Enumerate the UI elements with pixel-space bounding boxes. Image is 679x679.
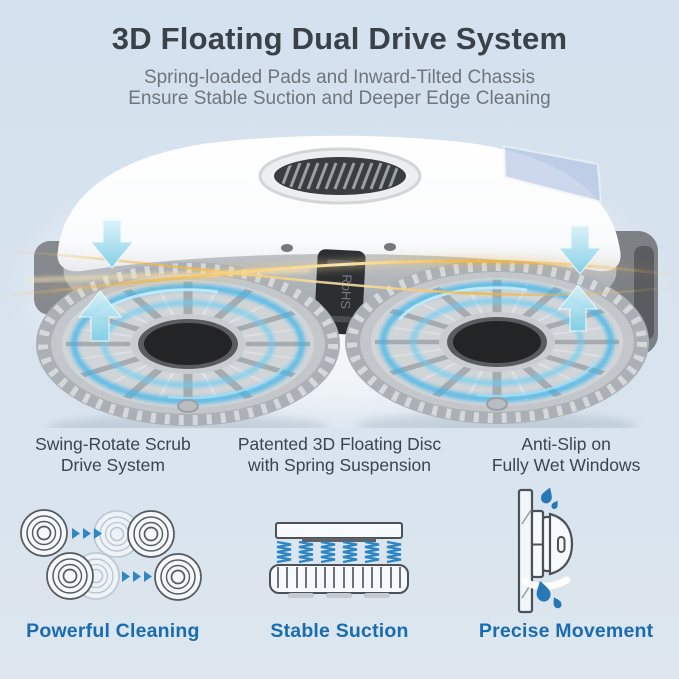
feature-heading: Anti-Slip on Fully Wet Windows: [491, 434, 641, 476]
right-spin-disc: [345, 260, 649, 424]
motion-chevrons-icon: [121, 570, 152, 582]
robot-side-view: [530, 510, 574, 579]
subtitle: Spring-loaded Pads and Inward-Tilted Cha…: [0, 67, 679, 110]
page-title: 3D Floating Dual Drive System: [111, 21, 568, 56]
up-arrow-icon: [77, 290, 123, 342]
wet-window-grip-icon: [517, 485, 574, 614]
feature-anti-slip: Anti-Slip on Fully Wet Windows: [459, 428, 673, 643]
subtitle-line-1: Spring-loaded Pads and Inward-Tilted Cha…: [143, 66, 536, 88]
feature-heading: Patented 3D Floating Disc with Spring Su…: [237, 434, 442, 476]
feature-spring-suspension: Patented 3D Floating Disc with Spring Su…: [220, 428, 459, 643]
feature-caption: Precise Movement: [478, 620, 654, 643]
robot-underside-photo: RoHS: [0, 135, 679, 429]
vent-grille-icon: [258, 147, 422, 205]
feature-heading: Swing-Rotate Scrub Drive System: [35, 434, 191, 476]
feature-row: Swing-Rotate Scrub Drive System: [0, 428, 679, 643]
water-tank-window: [502, 144, 603, 204]
svg-text:RoHS: RoHS: [338, 274, 355, 310]
feature-caption: Powerful Cleaning: [26, 620, 200, 643]
header: 3D Floating Dual Drive System Spring-loa…: [0, 0, 679, 109]
screw-dot: [281, 244, 293, 253]
subtitle-line-2: Ensure Stable Suction and Deeper Edge Cl…: [128, 87, 551, 109]
swing-rotate-discs-icon: [20, 508, 202, 601]
feature-swing-rotate: Swing-Rotate Scrub Drive System: [6, 428, 220, 643]
up-arrow-icon: [557, 284, 599, 332]
screw-dot: [384, 243, 396, 252]
feature-caption: Stable Suction: [270, 620, 409, 643]
spring-suspension-icon: [269, 521, 410, 598]
down-arrow-icon: [89, 219, 135, 269]
down-arrow-icon: [557, 225, 603, 275]
